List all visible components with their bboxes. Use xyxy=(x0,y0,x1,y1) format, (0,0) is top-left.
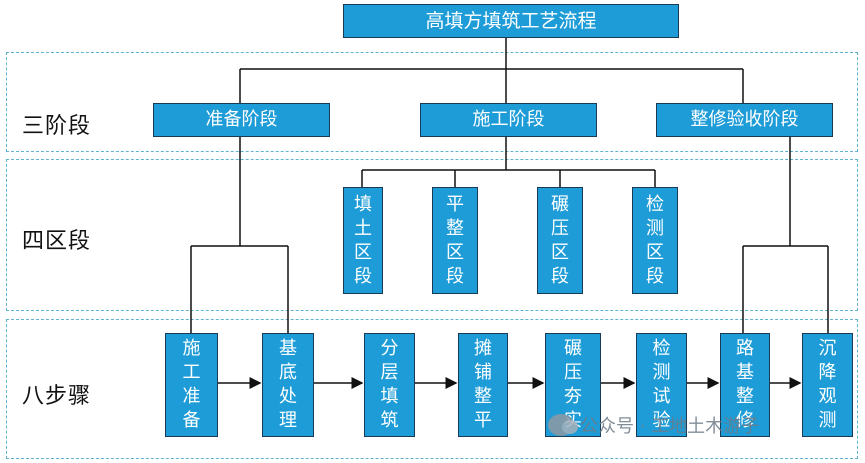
zone-char: 检 xyxy=(646,193,664,215)
zone-char: 区 xyxy=(354,241,372,263)
step-char: 基 xyxy=(279,338,297,359)
stages-band-label: 三阶段 xyxy=(22,114,92,139)
step-char: 准 xyxy=(182,386,201,407)
zone-char: 区 xyxy=(446,241,464,263)
step-char: 工 xyxy=(182,362,201,383)
step-box-1: 施 工 准 备 xyxy=(165,333,218,437)
steps-band-label: 八步骤 xyxy=(22,384,92,409)
zones-band xyxy=(6,159,858,311)
step-char: 碾 xyxy=(564,338,582,359)
zone-box-test: 检 测 区 段 xyxy=(632,187,678,294)
step-box-8: 沉 降 观 测 xyxy=(802,333,853,437)
step-char: 底 xyxy=(279,362,297,383)
zone-char: 区 xyxy=(551,241,569,263)
step-char: 降 xyxy=(818,362,837,383)
step-char: 填 xyxy=(380,386,399,407)
step-char: 备 xyxy=(182,410,201,431)
stage-box-finish: 整修验收阶段 xyxy=(656,103,833,137)
step-char: 试 xyxy=(652,386,671,407)
zone-box-compact: 碾 压 区 段 xyxy=(537,187,583,294)
zone-char: 土 xyxy=(354,217,372,239)
step-char: 夯 xyxy=(564,386,582,407)
step-char: 理 xyxy=(279,410,297,431)
step-char: 检 xyxy=(652,338,671,359)
zone-char: 平 xyxy=(446,193,464,215)
watermark-text: 公众号 · 工地土木游子 xyxy=(580,416,760,437)
step-box-4: 摊 铺 整 平 xyxy=(458,333,508,437)
step-box-3: 分 层 填 筑 xyxy=(364,333,415,437)
step-char: 路 xyxy=(736,338,754,359)
zone-box-fill: 填 土 区 段 xyxy=(343,187,383,294)
step-char: 沉 xyxy=(818,338,837,359)
stage-box-prep: 准备阶段 xyxy=(153,103,330,137)
zone-char: 段 xyxy=(646,265,664,287)
wechat-icon xyxy=(548,414,578,436)
zones-band-label: 四区段 xyxy=(22,229,92,254)
step-char: 验 xyxy=(652,410,671,431)
zone-char: 压 xyxy=(551,217,569,239)
step-char: 测 xyxy=(652,362,671,383)
zone-char: 整 xyxy=(446,217,464,239)
step-char: 基 xyxy=(736,362,754,383)
stage-box-build: 施工阶段 xyxy=(420,103,597,137)
zone-char: 碾 xyxy=(551,193,569,215)
step-char: 修 xyxy=(736,410,754,431)
step-char: 分 xyxy=(380,338,399,359)
watermark: 公众号 · 工地土木游子 xyxy=(548,412,759,438)
step-char: 筑 xyxy=(380,410,399,431)
step-char: 平 xyxy=(474,410,492,431)
step-box-6: 检 测 试 验 xyxy=(636,333,687,437)
zone-char: 填 xyxy=(354,193,372,215)
zone-char: 测 xyxy=(646,217,664,239)
step-char: 施 xyxy=(182,338,201,359)
step-box-2: 基 底 处 理 xyxy=(262,333,314,437)
step-char: 铺 xyxy=(474,362,492,383)
zone-char: 段 xyxy=(551,265,569,287)
step-char: 压 xyxy=(564,362,582,383)
step-char: 整 xyxy=(474,386,492,407)
step-char: 测 xyxy=(818,410,837,431)
zone-char: 段 xyxy=(354,265,372,287)
zone-box-level: 平 整 区 段 xyxy=(432,187,478,294)
steps-band xyxy=(6,319,858,459)
step-box-7: 路 基 整 修 xyxy=(720,333,770,437)
step-char: 层 xyxy=(380,362,399,383)
title-box: 高填方填筑工艺流程 xyxy=(343,4,679,38)
zone-char: 区 xyxy=(646,241,664,263)
step-char: 摊 xyxy=(474,338,492,359)
step-char: 处 xyxy=(279,386,297,407)
step-char: 整 xyxy=(736,386,754,407)
zone-char: 段 xyxy=(446,265,464,287)
step-char: 观 xyxy=(818,386,837,407)
stages-band xyxy=(6,52,858,152)
